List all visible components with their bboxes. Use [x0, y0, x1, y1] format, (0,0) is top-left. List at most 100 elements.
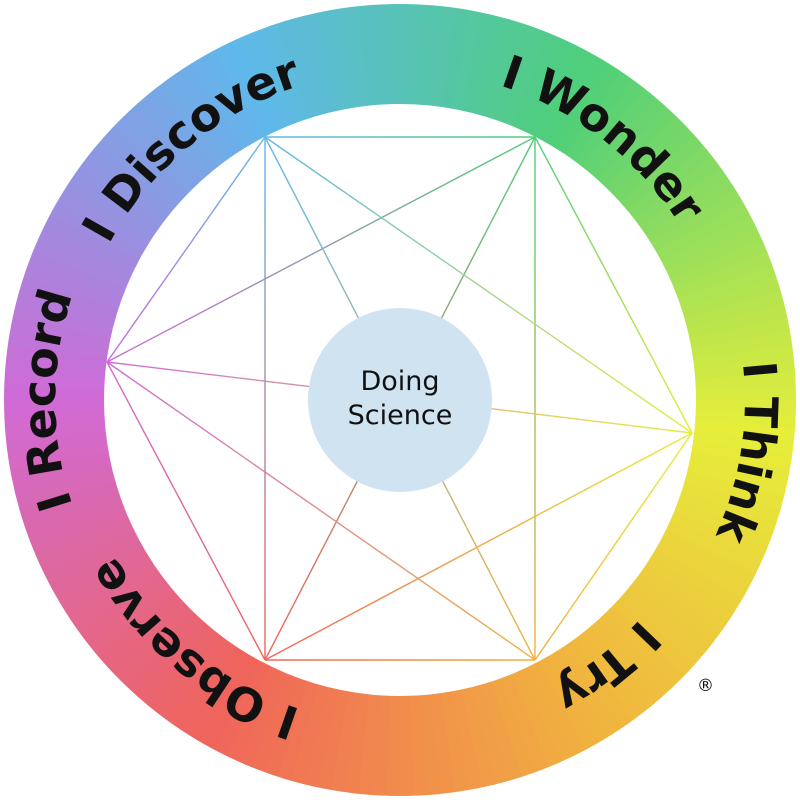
- ring-gradient-slice: [188, 51, 400, 401]
- ring-gradient-slice: [400, 400, 732, 639]
- web-connector-line: [106, 361, 266, 661]
- ring-gradient-slice: [164, 66, 400, 400]
- ring-gradient-slice: [400, 400, 470, 797]
- ring-gradient-slice: [3, 400, 400, 470]
- ring-gradient-slice: [10, 400, 400, 511]
- ring-gradient-slice: [400, 76, 650, 401]
- ring-gradient-slice: [400, 212, 762, 400]
- ring-gradient-slice: [150, 400, 400, 724]
- ring-gradient-slice: [196, 400, 400, 754]
- ring-gradient-slice: [400, 358, 800, 400]
- ring-gradient-slice: [22, 400, 400, 550]
- ring-gradient-slice: [132, 90, 400, 401]
- ring-gradient-slice: [400, 102, 681, 401]
- ring-gradient-slice: [18, 400, 401, 537]
- web-connector-line: [534, 432, 693, 661]
- ring-gradient-slice: [400, 400, 576, 768]
- ring-gradient-slice: [400, 153, 727, 400]
- ring-gradient-slice: [400, 53, 616, 400]
- ring-gradient-slice: [400, 84, 661, 400]
- ring-gradient-slice: [14, 400, 400, 524]
- ring-gradient-slice: [400, 112, 691, 401]
- ring-gradient-slice: [386, 0, 405, 400]
- ring-gradient-slice: [400, 400, 647, 727]
- ring-gradient-slice: [161, 400, 400, 732]
- ring-gradient-slice: [112, 109, 401, 401]
- ring-gradient-slice: [358, 0, 400, 400]
- ring-gradient-slice: [99, 400, 401, 678]
- ring-gradient-slice: [0, 400, 400, 442]
- ring-gradient-slice: [400, 68, 639, 400]
- ring-gradient-slice: [400, 400, 497, 793]
- ring-gradient-slice: [400, 289, 790, 400]
- ring-gradient-slice: [400, 122, 701, 400]
- ring-gradient-slice: [400, 400, 511, 790]
- ring-gradient-slice: [400, 400, 612, 749]
- ring-gradient-slice: [400, 344, 799, 400]
- web-connector-line: [106, 136, 536, 363]
- ring-gradient-slice: [0, 395, 400, 414]
- ring-gradient-slice: [400, 330, 797, 400]
- ring-gradient-slice: [372, 0, 400, 400]
- ring-gradient-slice: [400, 276, 786, 400]
- ring-gradient-slice: [90, 400, 401, 668]
- ring-gradient-slice: [400, 46, 604, 401]
- ring-gradient-slice: [7, 400, 400, 497]
- center-label-line-1: Doing: [360, 366, 439, 397]
- ring-gradient-slice: [76, 150, 401, 400]
- web-connector-line: [264, 432, 693, 661]
- ring-gradient-slice: [303, 7, 400, 400]
- ring-gradient-slice: [400, 400, 428, 800]
- ring-gradient-slice: [400, 237, 773, 400]
- ring-gradient-slice: [400, 400, 550, 778]
- ring-gradient-slice: [32, 400, 400, 576]
- ring-gradient-slice: [400, 400, 456, 799]
- ring-gradient-slice: [400, 400, 668, 710]
- ring-gradient-slice: [400, 400, 754, 604]
- ring-gradient-slice: [400, 60, 628, 400]
- ring-gradient-slice: [400, 142, 718, 400]
- ring-gradient-slice: [400, 400, 442, 800]
- ring-gradient-slice: [400, 316, 795, 400]
- ring-gradient-slice: [119, 400, 400, 698]
- ring-gradient-slice: [400, 400, 740, 628]
- ring-gradient-slice: [316, 5, 400, 401]
- ring-gradient-slice: [66, 400, 400, 636]
- ring-gradient-slice: [400, 400, 688, 691]
- ring-gradient-slice: [400, 224, 768, 400]
- ring-gradient-slice: [51, 400, 401, 612]
- ring-gradient-slice: [212, 38, 400, 400]
- web-connector-line: [106, 361, 536, 661]
- ring-gradient-slice: [38, 400, 400, 588]
- web-connector-line: [264, 136, 693, 434]
- ring-gradient-slice: [93, 129, 401, 400]
- ring-gradient-slice: [400, 250, 778, 400]
- ring-gradient-slice: [176, 58, 400, 400]
- ring-gradient-slice: [400, 400, 747, 616]
- ring-gradient-slice: [153, 73, 400, 400]
- ring-gradient-slice: [46, 196, 401, 400]
- ring-gradient-slice: [289, 10, 400, 400]
- ring-gradient-slice: [53, 184, 400, 400]
- ring-gradient-slice: [68, 161, 400, 400]
- ring-gradient-slice: [400, 263, 782, 400]
- ring-gradient-slice: [400, 132, 710, 400]
- center-label-line-2: Science: [348, 400, 453, 431]
- ring-gradient-slice: [263, 18, 400, 401]
- ring-gradient-slice: [400, 200, 756, 400]
- ring-gradient-slice: [400, 372, 800, 400]
- web-connector-line: [106, 136, 266, 363]
- ring-gradient-slice: [82, 400, 400, 658]
- ring-gradient-slice: [400, 400, 716, 661]
- ring-gradient-slice: [400, 164, 734, 400]
- ring-gradient-slice: [0, 400, 400, 428]
- ring-gradient-slice: [122, 99, 400, 401]
- ring-gradient-slice: [330, 3, 400, 400]
- registered-trademark-mark: ®: [697, 676, 714, 696]
- ring-gradient-slice: [142, 82, 400, 400]
- ring-gradient-slice: [400, 400, 698, 681]
- web-connector-line: [534, 136, 693, 434]
